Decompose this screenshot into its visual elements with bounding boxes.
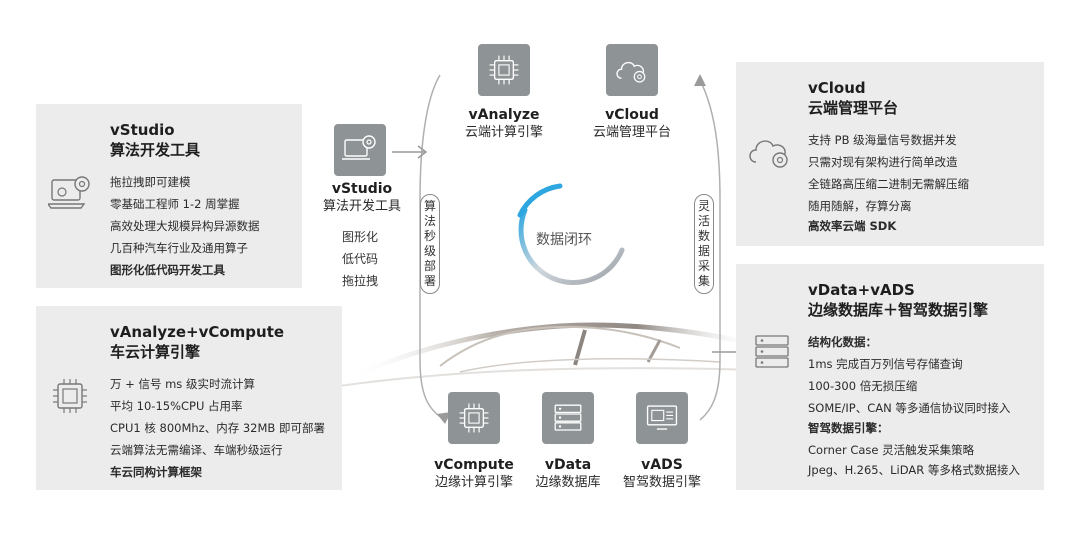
vdata-line-4: Corner Case 灵活触发采集策略	[808, 443, 975, 457]
vcloud-tile	[606, 44, 658, 96]
vads-center-en: vADS	[641, 457, 683, 473]
vanalyze-title-en: vAnalyze+vCompute	[110, 323, 285, 341]
vcloud-panel: vCloud 云端管理平台 支持 PB 级海量信号数据并发 只需对现有架构进行简…	[736, 62, 1044, 246]
vdata-line-1: 1ms 完成百万列信号存储查询	[808, 357, 963, 371]
vdata-panel: vData+vADS 边缘数据库＋智驾数据引擎 结构化数据： 1ms 完成百万列…	[736, 264, 1044, 490]
vcloud-center-en: vCloud	[605, 107, 659, 123]
vanalyze-center-en: vAnalyze	[468, 107, 540, 123]
vstudio-panel: vStudio 算法开发工具 拖拉拽即可建模 零基础工程师 1-2 周掌握 高效…	[36, 104, 302, 288]
vcloud-center-label: vCloud 云端管理平台	[582, 106, 682, 141]
vstudio-tile	[334, 124, 386, 176]
vstudio-features: 图形化 低代码 拖拉拽	[330, 226, 390, 292]
vcloud-line-4: 随用随解，存算分离	[808, 199, 912, 213]
vdata-section-2: 智驾数据引擎：	[808, 421, 889, 435]
vstudio-title-en: vStudio	[110, 121, 175, 139]
vcompute-center-en: vCompute	[434, 457, 514, 473]
laptop-gear-icon	[46, 174, 94, 220]
vanalyze-title-zh: 车云计算引擎	[110, 343, 201, 361]
vdata-line-5: Jpeg、H.265、LiDAR 等多格式数据接入	[808, 463, 1020, 477]
vanalyze-line-4: 云端算法无需编译、车端秒级运行	[110, 443, 283, 457]
feature-graphical: 图形化	[341, 230, 378, 244]
vstudio-center-en: vStudio	[331, 181, 393, 197]
vanalyze-bold-line: 车云同构计算框架	[110, 465, 202, 479]
vcloud-title-zh: 云端管理平台	[808, 99, 899, 117]
vcloud-center-zh: 云端管理平台	[592, 125, 671, 140]
vdata-tile	[542, 392, 594, 444]
left-vertical-label: 算法秒级部署	[420, 194, 440, 294]
vanalyze-line-3: CPU1 核 800Mhz、内存 32MB 即可部署	[110, 421, 325, 435]
vanalyze-center-label: vAnalyze 云端计算引擎	[454, 106, 554, 141]
right-vertical-text: 灵活数据采集	[698, 199, 711, 288]
vads-tile	[636, 392, 688, 444]
vcloud-line-2: 只需对现有架构进行简单改造	[808, 155, 958, 169]
laptop-gear-icon	[342, 135, 376, 160]
vanalyze-line-1: 万 + 信号 ms 级实时流计算	[110, 377, 255, 391]
vads-center-zh: 智驾数据引擎	[622, 475, 701, 490]
vanalyze-center-zh: 云端计算引擎	[464, 125, 543, 140]
vcloud-title-en: vCloud	[808, 79, 866, 97]
right-bracket-line	[699, 79, 721, 421]
vdata-title-en: vData+vADS	[808, 281, 915, 299]
vanalyze-panel: vAnalyze+vCompute 车云计算引擎 万 + 信号 ms 级实时流计…	[36, 306, 342, 490]
vcloud-line-3: 全链路高压缩二进制无需解压缩	[808, 177, 969, 191]
feature-dragdrop: 拖拉拽	[341, 274, 378, 288]
vcloud-line-1: 支持 PB 级海量信号数据并发	[808, 133, 957, 147]
vcompute-tile	[448, 392, 500, 444]
vads-center-label: vADS 智驾数据引擎	[612, 456, 712, 491]
right-vertical-label: 灵活数据采集	[694, 194, 714, 294]
vanalyze-line-2: 平均 10-15%CPU 占用率	[110, 399, 243, 413]
chip-icon	[489, 55, 519, 85]
chip-icon	[459, 403, 489, 433]
vstudio-line-1: 拖拉拽即可建模	[110, 175, 191, 189]
vdata-center-zh: 边缘数据库	[535, 475, 601, 490]
data-loop-label: 数据闭环	[536, 232, 592, 248]
vdata-center-en: vData	[544, 457, 592, 473]
vcompute-center-label: vCompute 边缘计算引擎	[424, 456, 524, 491]
vcloud-bold-line: 高效率云端 SDK	[808, 219, 897, 233]
vstudio-line-2: 零基础工程师 1-2 周掌握	[110, 197, 240, 211]
vstudio-center-zh: 算法开发工具	[322, 199, 401, 214]
vdata-center-label: vData 边缘数据库	[518, 456, 618, 491]
chip-icon	[50, 376, 90, 420]
cloud-gear-icon	[746, 132, 794, 174]
car-outline	[299, 322, 761, 393]
loop-ring	[518, 207, 625, 285]
vdata-line-2: 100-300 倍无损压缩	[808, 379, 918, 393]
feature-lowcode: 低代码	[341, 252, 378, 266]
vstudio-center-label: vStudio 算法开发工具	[312, 180, 412, 215]
server-icon	[752, 334, 792, 374]
vstudio-title-zh: 算法开发工具	[110, 141, 201, 159]
vdata-section-1: 结构化数据：	[808, 335, 877, 349]
vcompute-center-zh: 边缘计算引擎	[434, 475, 513, 490]
vdata-line-3: SOME/IP、CAN 等多通信协议同时接入	[808, 401, 1011, 415]
vstudio-line-4: 几百种汽车行业及通用算子	[110, 241, 248, 255]
vstudio-line-3: 高效处理大规模异构异源数据	[110, 219, 260, 233]
left-vertical-text: 算法秒级部署	[424, 199, 437, 288]
vstudio-bold-line: 图形化低代码开发工具	[110, 263, 225, 277]
vdata-title-zh: 边缘数据库＋智驾数据引擎	[808, 301, 989, 319]
cloud-gear-icon	[616, 61, 646, 83]
server-icon	[554, 404, 582, 431]
vanalyze-tile	[478, 44, 530, 96]
monitor-icon	[646, 405, 678, 430]
